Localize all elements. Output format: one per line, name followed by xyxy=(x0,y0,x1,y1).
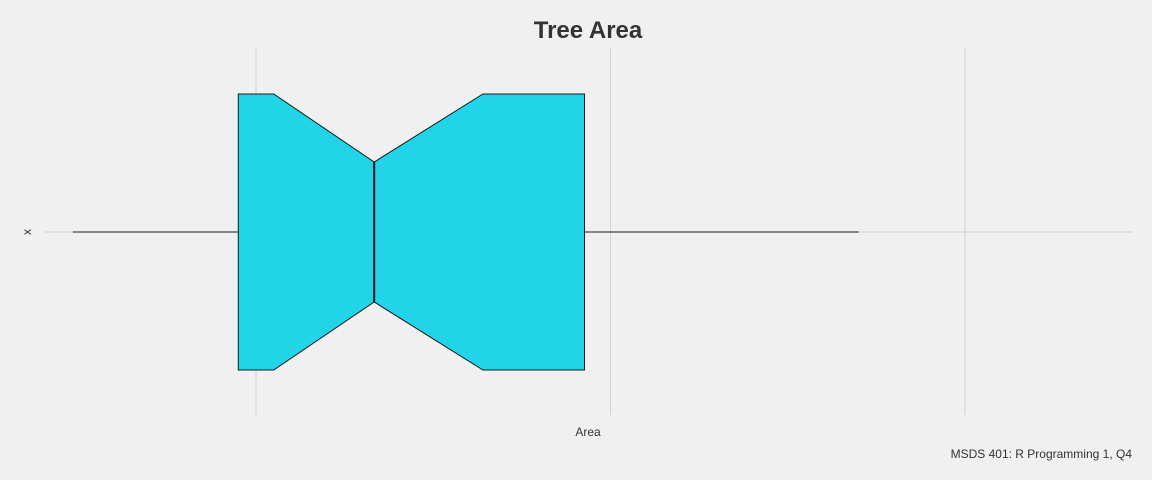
y-axis-label: x xyxy=(20,229,34,235)
chart-caption: MSDS 401: R Programming 1, Q4 xyxy=(951,447,1133,461)
x-axis-label: Area xyxy=(575,425,601,439)
notched-box xyxy=(237,93,586,371)
box-layer xyxy=(72,93,859,371)
chart-title: Tree Area xyxy=(534,17,643,44)
